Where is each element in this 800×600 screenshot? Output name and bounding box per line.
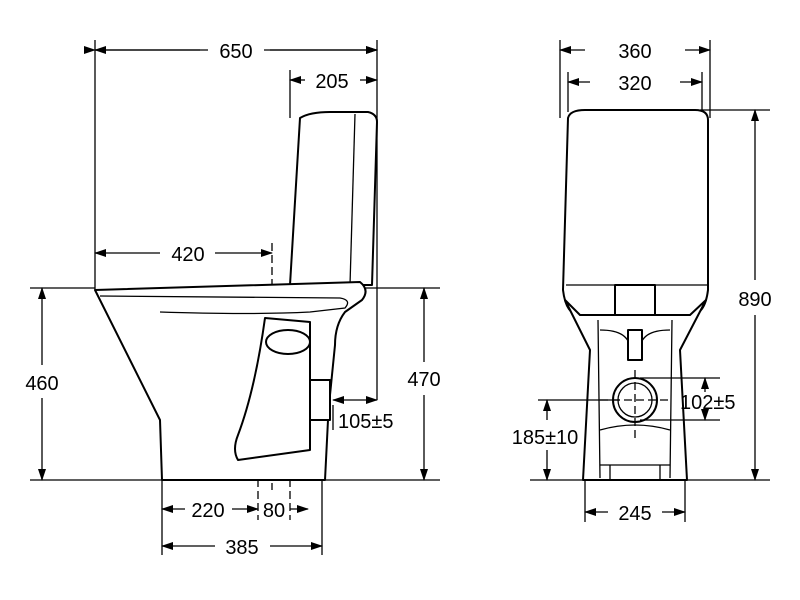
- front-view: 360 320 890 102±5 185±10 245: [512, 40, 772, 525]
- side-view: 650 205 420 460 470 105±5 220 80 385: [25, 38, 441, 559]
- dim-tank-width: 320: [618, 73, 651, 95]
- dim-overall-depth: 650: [219, 41, 252, 63]
- dim-overall-width: 360: [618, 41, 651, 63]
- dim-tank-depth: 205: [315, 71, 348, 93]
- dim-seat-height: 460: [25, 373, 58, 395]
- side-tank: [289, 111, 378, 286]
- dim-front-to-outlet: 220: [191, 500, 224, 522]
- dim-total-height: 890: [738, 289, 771, 311]
- dim-base-width: 245: [618, 503, 651, 525]
- dim-outlet-diameter: 102±5: [680, 392, 735, 414]
- dim-wall-outlet: 105±5: [338, 411, 393, 433]
- dim-tank-seat-height: 470: [407, 369, 440, 391]
- dim-outlet-distance: 420: [171, 244, 204, 266]
- dim-outlet-width: 80: [263, 500, 285, 522]
- dim-outlet-height: 185±10: [512, 427, 579, 449]
- dim-base-depth: 385: [225, 537, 258, 559]
